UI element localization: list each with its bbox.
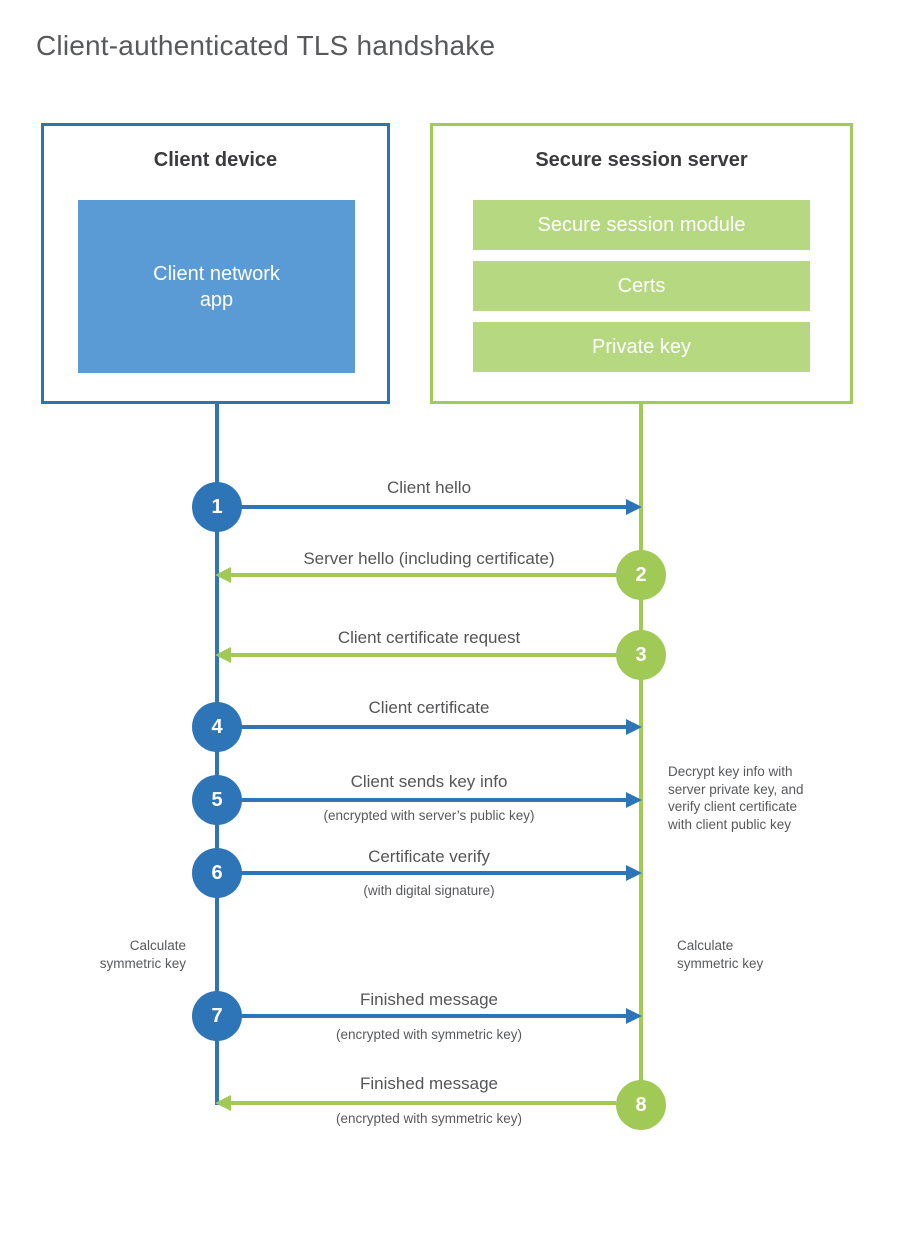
step-number-badge: 5: [192, 775, 242, 825]
message-arrow: [240, 871, 626, 875]
message-arrow: [231, 653, 616, 657]
message-label: Finished message: [360, 990, 498, 1009]
secure-session-server-title: Secure session server: [535, 149, 748, 171]
step-number-badge: 3: [616, 630, 666, 680]
step-number-badge: 8: [616, 1080, 666, 1130]
message-arrow: [231, 573, 616, 577]
message-label: Client sends key info: [350, 772, 508, 791]
calculate-symmetric-key-note-client: Calculate symmetric key: [99, 938, 186, 971]
message-arrow: [240, 725, 626, 729]
message-arrow: [240, 798, 626, 802]
step-number-badge: 4: [192, 702, 242, 752]
arrow-right-icon: [626, 865, 642, 881]
message-arrow: [231, 1101, 616, 1105]
step-number-badge: 7: [192, 991, 242, 1041]
message-arrow: [240, 1014, 626, 1018]
calculate-symmetric-key-note-server: Calculate symmetric key: [677, 938, 764, 971]
server-lifeline: [639, 402, 643, 1107]
message-sublabel: (encrypted with symmetric key): [335, 1027, 523, 1042]
message-label: Client certificate: [368, 698, 490, 717]
decrypt-note: Decrypt key info with server private key…: [668, 764, 804, 832]
step-number-badge: 6: [192, 848, 242, 898]
message-label: Client certificate request: [337, 628, 521, 647]
server-module-secure-session: Secure session module: [473, 200, 810, 250]
arrow-right-icon: [626, 1008, 642, 1024]
message-label: Certificate verify: [368, 847, 490, 866]
message-sublabel: (with digital signature): [363, 883, 495, 898]
message-arrow: [240, 505, 626, 509]
message-label: Server hello (including certificate): [303, 549, 555, 568]
client-device-title: Client device: [153, 149, 278, 171]
arrow-right-icon: [626, 719, 642, 735]
arrow-left-icon: [215, 647, 231, 663]
arrow-right-icon: [626, 499, 642, 515]
message-label: Finished message: [360, 1074, 498, 1093]
server-module-certs: Certs: [473, 261, 810, 311]
step-number-badge: 1: [192, 482, 242, 532]
step-number-badge: 2: [616, 550, 666, 600]
arrow-right-icon: [626, 792, 642, 808]
arrow-left-icon: [215, 1095, 231, 1111]
client-network-app-box: Client network app: [78, 200, 355, 373]
server-module-private-key: Private key: [473, 322, 810, 372]
message-label: Client hello: [386, 478, 472, 497]
client-lifeline: [215, 402, 219, 1105]
arrow-left-icon: [215, 567, 231, 583]
page-title: Client-authenticated TLS handshake: [36, 30, 496, 61]
message-sublabel: (encrypted with server’s public key): [323, 808, 535, 823]
message-sublabel: (encrypted with symmetric key): [335, 1111, 523, 1126]
